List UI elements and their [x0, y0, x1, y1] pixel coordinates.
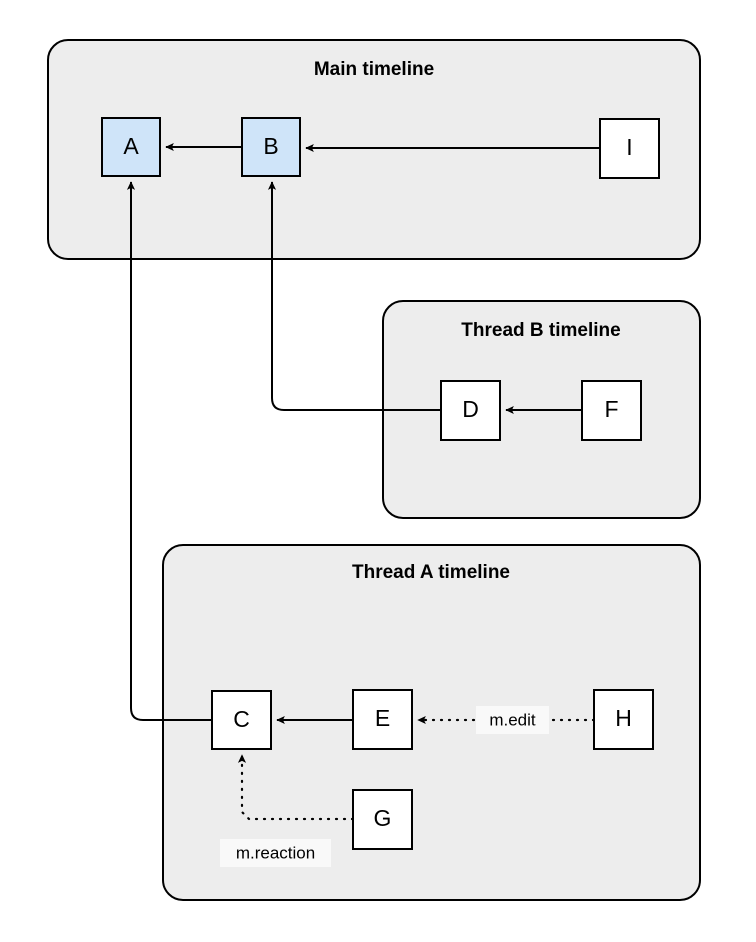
group-main-timeline: Main timeline [47, 39, 701, 260]
node-b-rect[interactable] [241, 117, 301, 177]
node-b[interactable]: B [241, 117, 301, 177]
node-c[interactable]: C [211, 690, 272, 750]
node-g-label: G [374, 805, 392, 831]
node-e-rect[interactable] [352, 689, 413, 750]
group-main-timeline-rect [47, 39, 701, 260]
node-i[interactable]: I [599, 118, 660, 179]
edge-label-m-reaction-bg [220, 839, 331, 867]
node-f[interactable]: F [581, 380, 642, 441]
edge-label-m-edit-bg [476, 706, 549, 734]
node-d[interactable]: D [440, 380, 501, 441]
node-e-label: E [375, 705, 390, 731]
node-c-rect[interactable] [211, 690, 272, 750]
group-thread-a-timeline-title: Thread A timeline [352, 562, 510, 583]
node-h-rect[interactable] [593, 689, 654, 750]
edge-label-m-edit-text: m.edit [489, 710, 536, 729]
node-d-label: D [462, 396, 479, 422]
group-thread-a-timeline: Thread A timeline [162, 544, 701, 901]
node-a-rect[interactable] [101, 117, 161, 177]
node-i-label: I [626, 134, 632, 160]
node-a[interactable]: A [101, 117, 161, 177]
node-d-rect[interactable] [440, 380, 501, 441]
node-i-rect[interactable] [599, 118, 660, 179]
group-thread-a-timeline-rect [162, 544, 701, 901]
node-h[interactable]: H [593, 689, 654, 750]
group-thread-b-timeline-title: Thread B timeline [461, 320, 620, 341]
node-h-label: H [615, 705, 632, 731]
edge-label-m-reaction: m.reaction [220, 839, 331, 867]
node-f-rect[interactable] [581, 380, 642, 441]
edge-c-to-a [126, 181, 212, 721]
node-f-label: F [604, 396, 618, 422]
node-a-label: A [123, 133, 139, 159]
edge-label-m-edit: m.edit [476, 706, 549, 734]
group-main-timeline-title: Main timeline [314, 59, 434, 80]
node-c-label: C [233, 706, 250, 732]
node-b-label: B [263, 133, 278, 159]
node-e[interactable]: E [352, 689, 413, 750]
edge-label-m-reaction-text: m.reaction [236, 843, 315, 862]
edge-d-to-b [267, 181, 441, 411]
node-g[interactable]: G [352, 789, 413, 850]
node-g-rect[interactable] [352, 789, 413, 850]
